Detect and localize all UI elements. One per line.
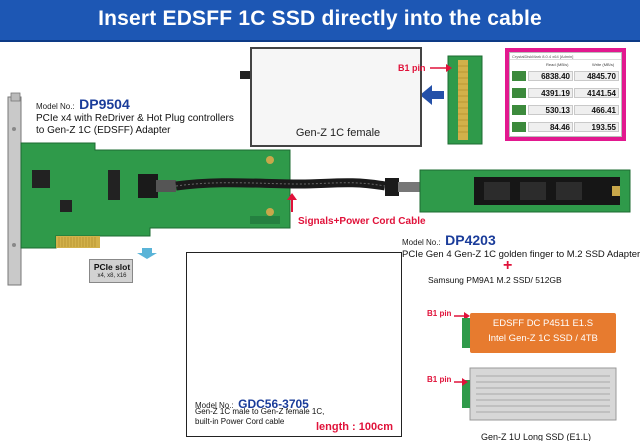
b1-pin-label: B1 pin [398,63,426,73]
description-line: PCIe x4 with ReDriver & Hot Plug control… [36,113,234,124]
dp4203-model: Model No.: DP4203 [402,232,496,250]
cable-on-board [138,174,420,198]
benchmark-row: 84.46 193.55 [512,122,620,133]
write-header: Write (MB/s) [592,62,615,67]
b1-pin-label: B1 pin [427,309,452,318]
gdc56-model: Model No.: GDC56-3705 [195,395,309,413]
write-value: 466.41 [574,105,619,115]
golden-finger-board [447,55,483,145]
up-arrow-icon [287,193,297,212]
benchmark-row: 530.13 466.41 [512,105,620,116]
page-title: Insert EDSFF 1C SSD directly into the ca… [98,7,542,30]
read-header: Read (MB/s) [546,62,569,67]
model-number: DP4203 [445,232,496,248]
plus-sign: + [503,257,513,274]
write-value: 193.55 [574,122,619,132]
e1l-caption: Gen-Z 1U Long SSD (E1.L) [481,432,592,441]
row-tag [512,122,526,132]
dp4203-description: PCIe Gen 4 Gen-Z 1C golden finger to M.2… [402,249,640,260]
read-value: 530.13 [528,105,573,115]
ssd-line: EDSFF DC P4511 E1.S [492,318,594,329]
pcie-bracket [7,92,22,286]
ssd-line: Intel Gen-Z 1C SSD / 4TB [488,333,598,344]
gdc56-description: Gen-Z 1C male to Gen-Z female 1C, built-… [195,407,324,427]
write-value: 4845.70 [574,71,619,81]
read-value: 6838.40 [528,71,573,81]
benchmark-window: CrystalDiskMark 8.0.4 x64 [Admin] Read (… [509,52,622,137]
e1s-finger [462,318,470,348]
pin-arrow-icon [430,64,452,72]
title-banner: Insert EDSFF 1C SSD directly into the ca… [0,0,640,42]
benchmark-frame: CrystalDiskMark 8.0.4 x64 [Admin] Read (… [505,48,626,141]
e1s-ssd: EDSFF DC P4511 E1.S Intel Gen-Z 1C SSD /… [470,313,616,353]
connector-detail-panel: Gen-Z 1C female [250,47,422,147]
row-tag [512,71,526,81]
benchmark-row: 6838.40 4845.70 [512,71,620,82]
b1-pin-label: B1 pin [427,375,452,384]
cable-length: length : 100cm [316,421,394,433]
cable-product-box: Model No.: GDC56-3705 Gen-Z 1C male to G… [186,252,402,437]
description-line: built-in Power Cord cable [195,417,285,426]
model-number: DP9504 [79,96,130,112]
dp9504-model: Model No.: DP9504 [36,96,130,114]
detail-caption: Gen-Z 1C female [295,127,381,139]
read-value: 84.46 [528,122,573,132]
description-line: Gen-Z 1C male to Gen-Z female 1C, [195,407,325,416]
benchmark-header: Read (MB/s) Write (MB/s) [512,61,620,69]
left-arrow-icon [420,85,444,105]
read-value: 4391.19 [528,88,573,98]
benchmark-row: 4391.19 4141.54 [512,88,620,99]
model-label: Model No.: [402,238,441,247]
e1l-ssd [462,367,617,421]
model-number: GDC56-3705 [238,397,309,411]
dp4203-adapter-board [419,169,631,213]
benchmark-window-title: CrystalDiskMark 8.0.4 x64 [Admin] [510,53,621,60]
description-line: to Gen-Z 1C (EDSFF) Adapter [36,125,171,136]
down-arrow-icon [137,248,157,259]
samsung-ssd-label: Samsung PM9A1 M.2 SSD/ 512GB [428,275,562,285]
pcie-slot-tag: PCIe slot x4, x8, x16 [89,259,133,283]
pcie-slot-label: PCIe slot [93,262,131,272]
row-tag [512,88,526,98]
dp9504-description: PCIe x4 with ReDriver & Hot Plug control… [36,113,234,137]
row-tag [512,105,526,115]
cable-label: Signals+Power Cord Cable [298,216,426,227]
pcie-slot-lanes: x4, x8, x16 [97,273,127,279]
model-label: Model No.: [195,401,234,410]
model-label: Model No.: [36,102,75,111]
write-value: 4141.54 [574,88,619,98]
